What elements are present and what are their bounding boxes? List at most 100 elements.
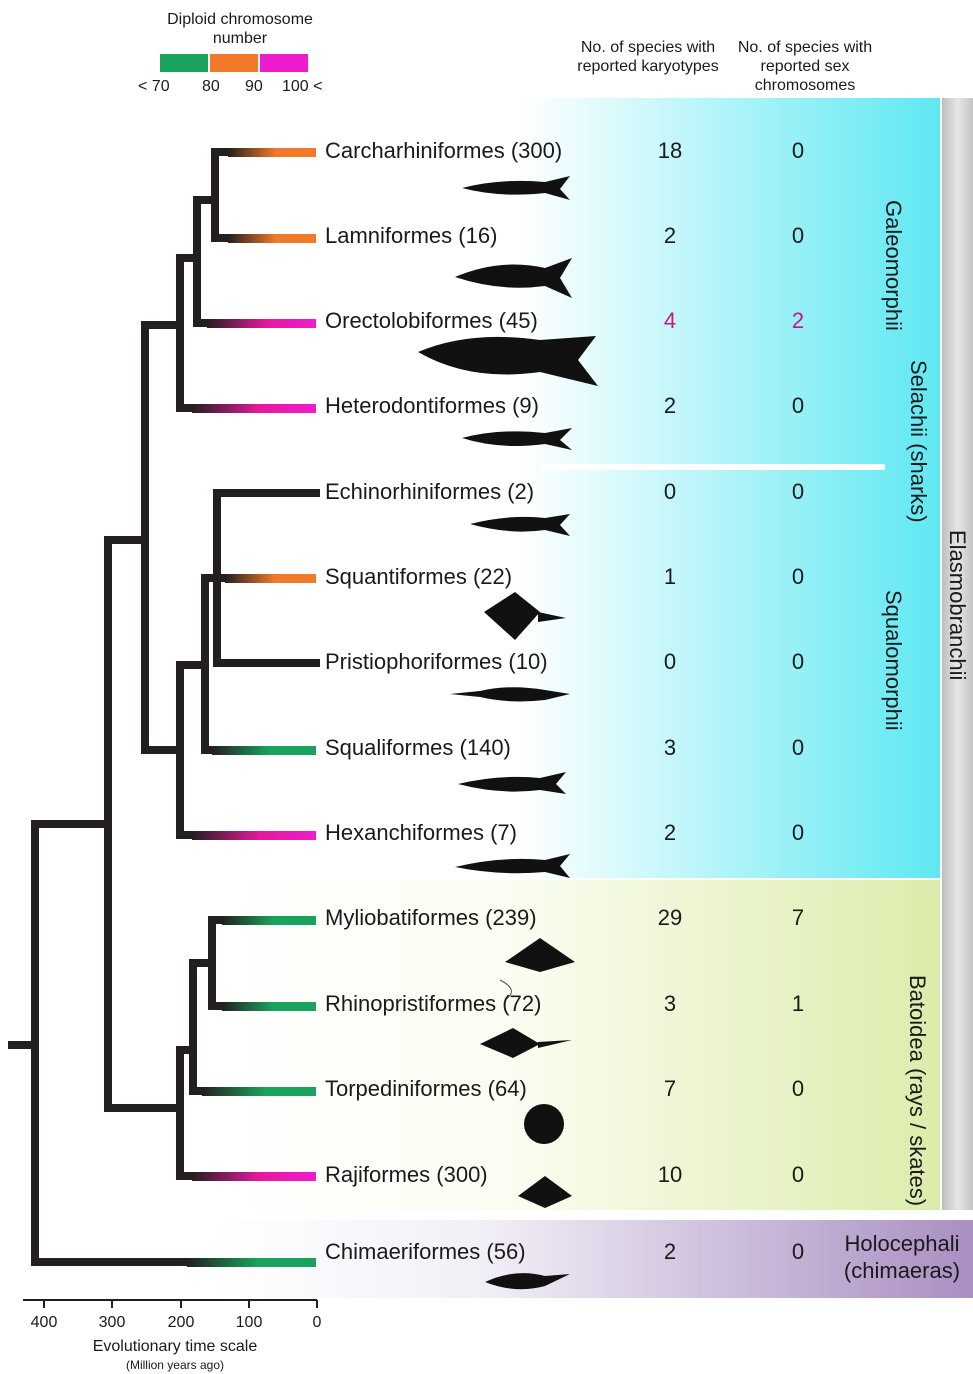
- taxon-label-heterodontiformes: Heterodontiformes (9): [325, 393, 539, 419]
- legend-swatch-high: [260, 54, 308, 72]
- species-count: (16): [458, 223, 497, 248]
- sex-chromosome-count-squantiformes: 0: [768, 564, 828, 590]
- sex-chromosome-count-heterodontiformes: 0: [768, 393, 828, 419]
- legend-tick-low: < 70: [138, 78, 170, 96]
- taxon-label-echinorhiniformes: Echinorhiniformes (2): [325, 479, 534, 505]
- karyotype-count-lamniformes: 2: [640, 223, 700, 249]
- species-count: (64): [488, 1076, 527, 1101]
- karyotype-count-torpediniformes: 7: [640, 1076, 700, 1102]
- species-count: (9): [512, 393, 539, 418]
- taxon-name: Hexanchiformes: [325, 820, 484, 845]
- taxon-name: Squantiformes: [325, 564, 467, 589]
- taxon-name: Myliobatiformes: [325, 905, 479, 930]
- torpedo-ray-silhouette-icon: [524, 1104, 564, 1144]
- sex-chromosomes-column-header: No. of species with reported sex chromos…: [720, 38, 890, 95]
- axis-tick-300: 300: [92, 1314, 132, 1332]
- taxon-label-rhinopristiformes: Rhinopristiformes (72): [325, 991, 541, 1017]
- taxon-name: Lamniformes: [325, 223, 452, 248]
- axis-tick-400: 400: [24, 1314, 64, 1332]
- tip-squantiformes: [225, 574, 316, 583]
- species-count: (22): [473, 564, 512, 589]
- sex-chromosome-count-orectolobiformes: 2: [768, 308, 828, 334]
- legend-swatch-mid: [210, 54, 258, 72]
- taxon-label-pristiophoriformes: Pristiophoriformes (10): [325, 649, 548, 675]
- time-axis: [23, 1300, 317, 1308]
- karyotype-count-rhinopristiformes: 3: [640, 991, 700, 1017]
- holocephali-label: Holocephali (chimaeras): [822, 1230, 973, 1284]
- holocephali-line-2: (chimaeras): [822, 1257, 973, 1284]
- karyotype-count-pristiophoriformes: 0: [640, 649, 700, 675]
- tip-hexanchiformes: [192, 831, 316, 840]
- taxon-name: Carcharhiniformes: [325, 138, 505, 163]
- taxon-label-chimaeriformes: Chimaeriformes (56): [325, 1239, 526, 1265]
- tip-rhinopristiformes: [222, 1002, 316, 1011]
- karyotype-count-orectolobiformes: 4: [640, 308, 700, 334]
- sex-chromosome-count-torpediniformes: 0: [768, 1076, 828, 1102]
- axis-tick-200: 200: [161, 1314, 201, 1332]
- species-count: (72): [502, 991, 541, 1016]
- sex-chromosome-count-hexanchiformes: 0: [768, 820, 828, 846]
- species-count: (140): [460, 735, 511, 760]
- legend-swatch-low: [160, 54, 208, 72]
- squalomorphii-label: Squalomorphii: [880, 590, 906, 731]
- taxon-label-squantiformes: Squantiformes (22): [325, 564, 512, 590]
- axis-title: Evolutionary time scale (Million years a…: [60, 1338, 290, 1374]
- tip-heterodontiformes: [192, 404, 316, 413]
- sex-chromosome-count-echinorhiniformes: 0: [768, 479, 828, 505]
- taxon-name: Orectolobiformes: [325, 308, 493, 333]
- taxon-name: Torpediniformes: [325, 1076, 482, 1101]
- taxon-name: Squaliformes: [325, 735, 453, 760]
- legend-tick-80: 80: [202, 78, 220, 96]
- legend-title: Diploid chromosome number: [140, 10, 340, 48]
- sex-chromosome-count-rajiformes: 0: [768, 1162, 828, 1188]
- taxon-label-myliobatiformes: Myliobatiformes (239): [325, 905, 537, 931]
- taxon-name: Heterodontiformes: [325, 393, 506, 418]
- batoidea-label: Batoidea (rays / skates): [872, 975, 930, 1206]
- taxon-label-lamniformes: Lamniformes (16): [325, 223, 497, 249]
- taxon-name: Pristiophoriformes: [325, 649, 502, 674]
- species-count: (7): [490, 820, 517, 845]
- taxon-label-torpediniformes: Torpediniformes (64): [325, 1076, 527, 1102]
- karyotype-count-chimaeriformes: 2: [640, 1239, 700, 1265]
- species-count: (10): [508, 649, 547, 674]
- karyotype-count-heterodontiformes: 2: [640, 393, 700, 419]
- karyotype-count-hexanchiformes: 2: [640, 820, 700, 846]
- legend-tick-90: 90: [245, 78, 263, 96]
- galeomorphii-label: Galeomorphii: [880, 200, 906, 331]
- axis-subtitle: (Million years ago): [60, 1356, 290, 1374]
- tip-chimaeriformes: [187, 1258, 316, 1267]
- axis-title-text: Evolutionary time scale: [60, 1338, 290, 1356]
- taxon-label-carcharhiniformes: Carcharhiniformes (300): [325, 138, 562, 164]
- axis-tick-100: 100: [229, 1314, 269, 1332]
- karyotypes-column-header: No. of species with reported karyotypes: [563, 38, 733, 76]
- species-count: (239): [485, 905, 536, 930]
- karyotype-count-rajiformes: 10: [640, 1162, 700, 1188]
- sex-chromosome-count-myliobatiformes: 7: [768, 905, 828, 931]
- taxon-name: Chimaeriformes: [325, 1239, 480, 1264]
- legend-tick-high: 100 <: [282, 78, 322, 96]
- karyotype-count-squaliformes: 3: [640, 735, 700, 761]
- tip-rajiformes: [192, 1172, 316, 1181]
- batoidea-text: Batoidea (rays / skates): [905, 975, 930, 1206]
- taxon-label-hexanchiformes: Hexanchiformes (7): [325, 820, 517, 846]
- tip-squaliformes: [212, 746, 316, 755]
- taxon-label-squaliformes: Squaliformes (140): [325, 735, 511, 761]
- species-count: (2): [507, 479, 534, 504]
- taxon-name: Rhinopristiformes: [325, 991, 496, 1016]
- axis-tick-0: 0: [297, 1314, 337, 1332]
- sex-chromosome-count-rhinopristiformes: 1: [768, 991, 828, 1017]
- elasmobranchii-label: Elasmobranchii: [944, 530, 970, 680]
- karyotype-count-myliobatiformes: 29: [640, 905, 700, 931]
- batoid-band: [215, 880, 940, 1210]
- tip-carcharhiniformes: [228, 148, 316, 157]
- taxon-label-orectolobiformes: Orectolobiformes (45): [325, 308, 538, 334]
- taxon-label-rajiformes: Rajiformes (300): [325, 1162, 488, 1188]
- species-count: (56): [486, 1239, 525, 1264]
- karyotype-count-echinorhiniformes: 0: [640, 479, 700, 505]
- taxon-name: Echinorhiniformes: [325, 479, 501, 504]
- taxon-name: Rajiformes: [325, 1162, 430, 1187]
- sex-chromosome-count-chimaeriformes: 0: [768, 1239, 828, 1265]
- shark-band: [215, 98, 940, 878]
- sex-chromosome-count-pristiophoriformes: 0: [768, 649, 828, 675]
- tip-myliobatiformes: [222, 916, 316, 925]
